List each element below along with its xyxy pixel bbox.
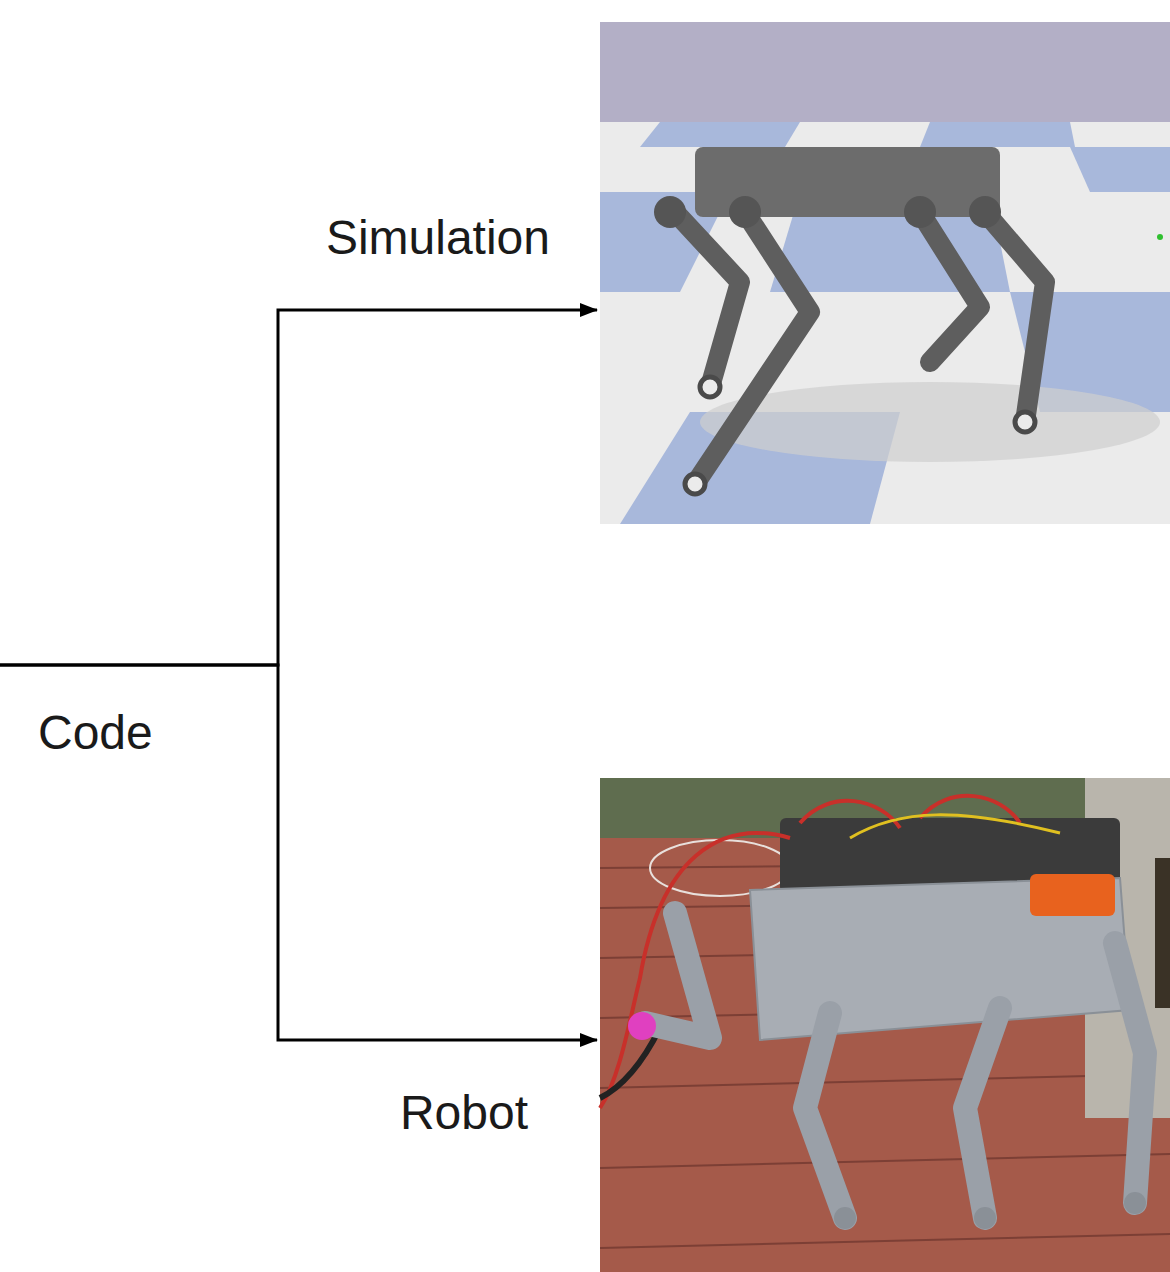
robot-foot [700,377,720,397]
orange-part [1030,874,1115,916]
robot-leg [695,212,810,484]
branch-arrow [0,310,597,665]
robot-foot [834,1207,856,1229]
panel-heading: Simulation [326,210,550,265]
node-label: Code [38,705,153,760]
image-panel: Robot [600,778,1170,1272]
robot-foot [1015,412,1035,432]
simulation-render [600,22,1170,524]
brick-line [600,1234,1170,1248]
image-panel: Simulation [600,22,1170,524]
sky [600,22,1170,122]
cable [600,1028,660,1098]
brick-lines [600,863,1170,1248]
robot-hip [904,196,936,228]
brick-line [600,1154,1170,1168]
robot-foot [685,474,705,494]
panel-heading: Robot [400,1085,528,1140]
robot-leg [965,1008,1000,1218]
floor-tile [920,122,1075,147]
pink-foot [628,1012,656,1040]
target-marker [1157,234,1163,240]
robot-leg [920,212,980,362]
robot-leg [1115,943,1145,1203]
branch-arrow [0,665,597,1040]
robot-photo [600,778,1170,1272]
robot-leg [645,913,710,1038]
floor [600,122,1170,524]
brick-ground [600,778,1170,1272]
robot-foot [1124,1192,1146,1214]
robot-hip [969,196,1001,228]
robot-leg [805,1013,845,1218]
wire [800,796,1020,828]
shadow [700,382,1160,462]
robot-hip [654,196,686,228]
robot-leg [675,212,740,387]
robot-foot [974,1207,996,1229]
brick-line [600,1074,1170,1088]
source-node: Code [0,650,200,770]
robot-leg [985,212,1045,422]
plaque [1155,858,1170,1008]
robot-hip [729,196,761,228]
wire [850,815,1060,838]
floor-tile [1070,147,1170,192]
floor-tile [640,122,800,147]
